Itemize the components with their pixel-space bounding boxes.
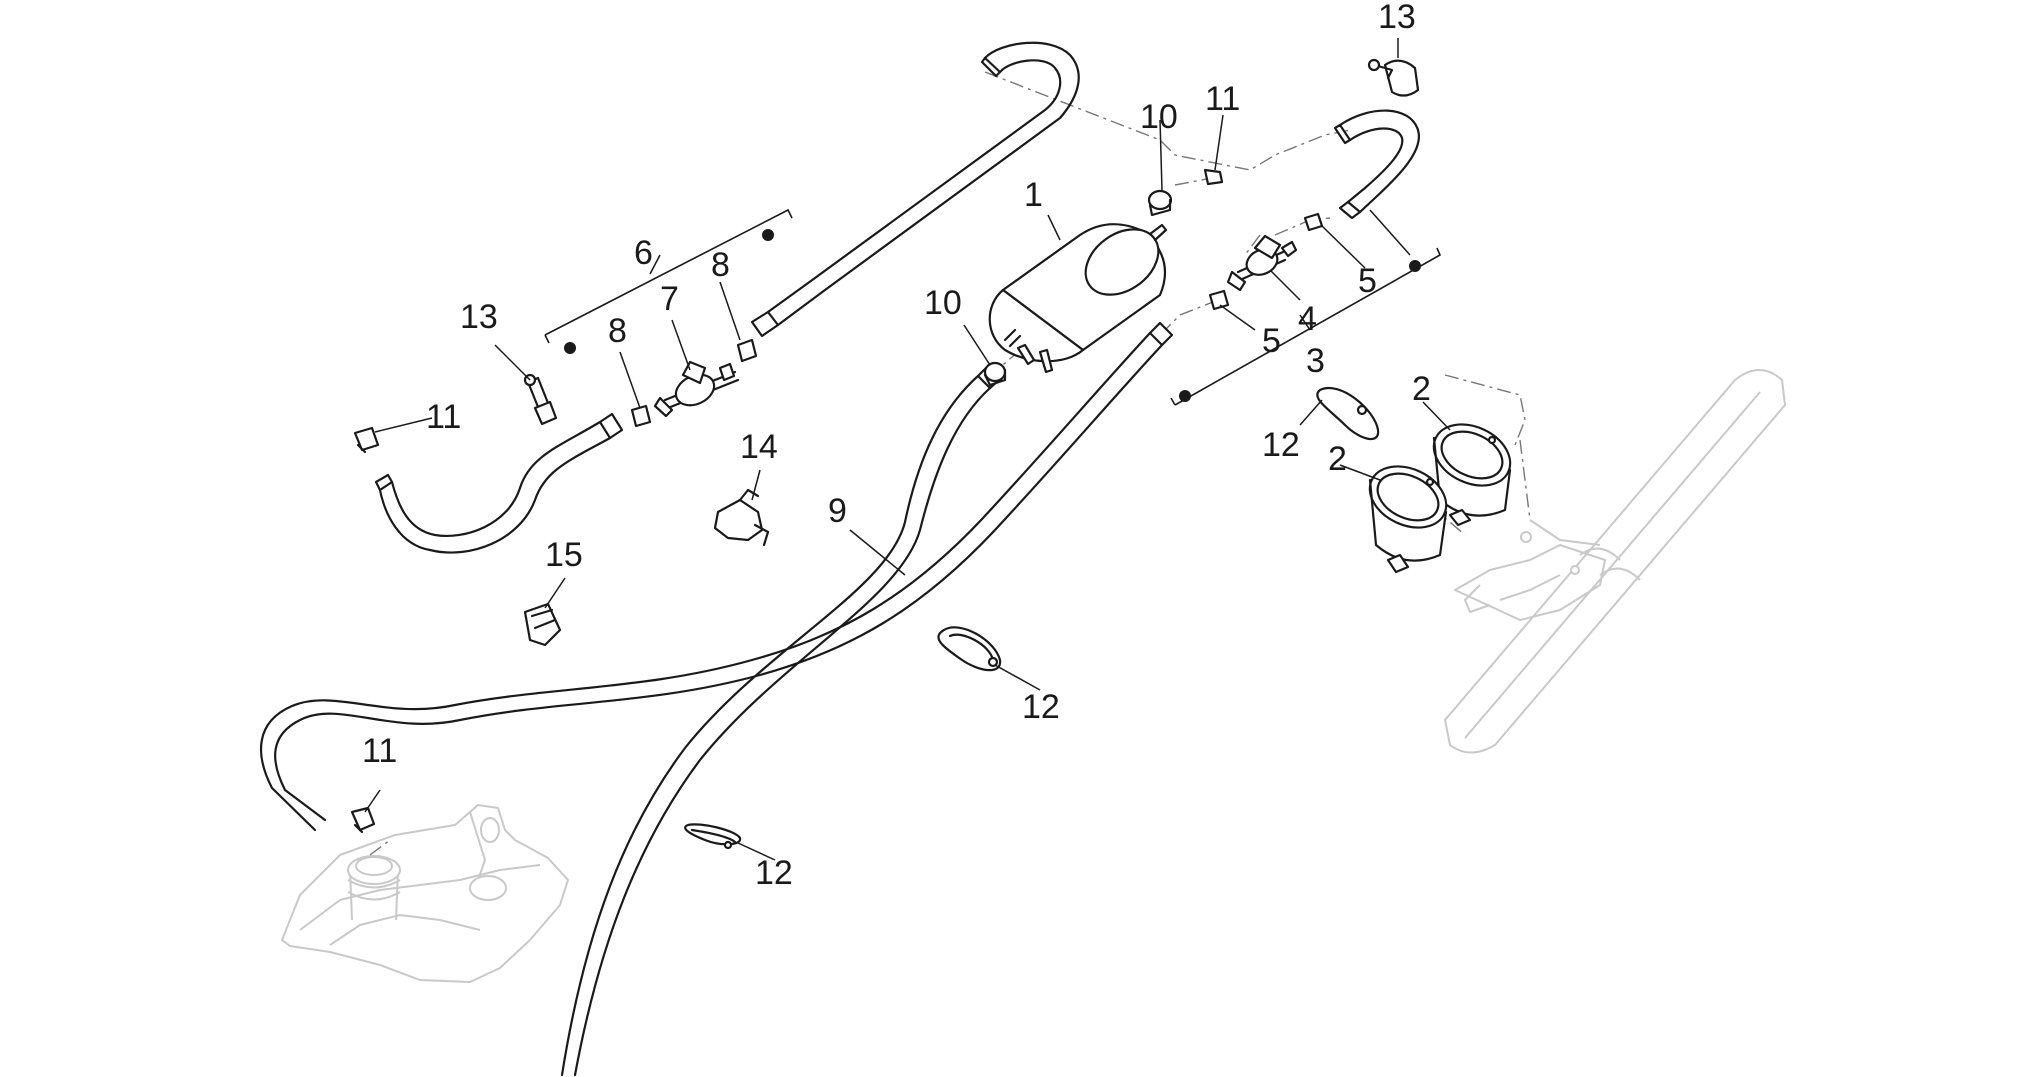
callout-13-left: 13 (460, 298, 498, 336)
clamp-11-top (1203, 168, 1224, 186)
callout-5-right: 5 (1358, 262, 1377, 300)
clip-13-left (523, 373, 558, 426)
hose-clip-10-upper (1147, 189, 1173, 217)
check-valve-7 (653, 360, 740, 418)
band-12-right (1316, 387, 1380, 441)
callout-1: 1 (1024, 176, 1043, 214)
callout-4: 4 (1298, 300, 1317, 338)
assembly-dots (564, 229, 1421, 402)
fitting-8-b (736, 338, 758, 363)
callout-3: 3 (1306, 342, 1325, 380)
check-valve-4 (1226, 234, 1298, 292)
callout-13-top: 13 (1378, 0, 1416, 36)
clamp-11-bottom (350, 806, 376, 834)
callout-labels: 1 2 2 3 4 5 5 6 7 8 8 9 10 10 11 11 11 1… (362, 0, 1431, 892)
fitting-5-a (1303, 212, 1324, 232)
callout-5-left: 5 (1262, 322, 1281, 360)
callout-10-upper: 10 (1140, 98, 1178, 136)
group-bracket-3 (1170, 247, 1442, 406)
bracket-clamp-2-front (1368, 465, 1448, 574)
fuel-tank-ghost (281, 804, 569, 983)
hose-clip-10-lower (983, 361, 1007, 387)
clamp-11-left (353, 426, 380, 454)
callout-6: 6 (634, 234, 653, 272)
callout-12-right: 12 (1262, 426, 1300, 464)
callout-8-right: 8 (711, 246, 730, 284)
callout-12-middle: 12 (1022, 688, 1060, 726)
callout-14: 14 (740, 428, 778, 466)
drain-hose (560, 366, 1001, 1077)
callout-11-bottom: 11 (362, 732, 397, 770)
centerlines (369, 71, 1531, 856)
callout-15: 15 (545, 536, 583, 574)
carbon-canister (988, 223, 1168, 374)
callout-11-top: 11 (1205, 80, 1240, 118)
callout-7: 7 (660, 280, 679, 318)
bracket-clamp-2-rear (1432, 423, 1512, 527)
callout-9: 9 (828, 492, 847, 530)
callout-8-left: 8 (608, 312, 627, 350)
fitting-8-a (630, 404, 652, 428)
clip-15 (523, 602, 562, 647)
band-12-bottom (684, 823, 742, 850)
hose-right-bend (1333, 109, 1421, 220)
hose-left-bend (374, 412, 624, 554)
callout-2-rear: 2 (1412, 370, 1431, 408)
vent-hose-9 (260, 321, 1174, 832)
frame-tube-ghost (1444, 369, 1786, 754)
clip-13-top (1367, 58, 1420, 97)
callout-11-left: 11 (426, 398, 461, 436)
band-12-middle (937, 626, 1002, 672)
breather-hose-upper (750, 41, 1080, 338)
group-bracket-6 (544, 208, 793, 344)
fitting-14 (713, 488, 770, 547)
fitting-5-b (1208, 289, 1230, 311)
callout-10-lower: 10 (924, 284, 962, 322)
callout-2-front: 2 (1328, 440, 1347, 478)
callout-12-bottom: 12 (755, 854, 793, 892)
leader-lines (364, 38, 1451, 861)
